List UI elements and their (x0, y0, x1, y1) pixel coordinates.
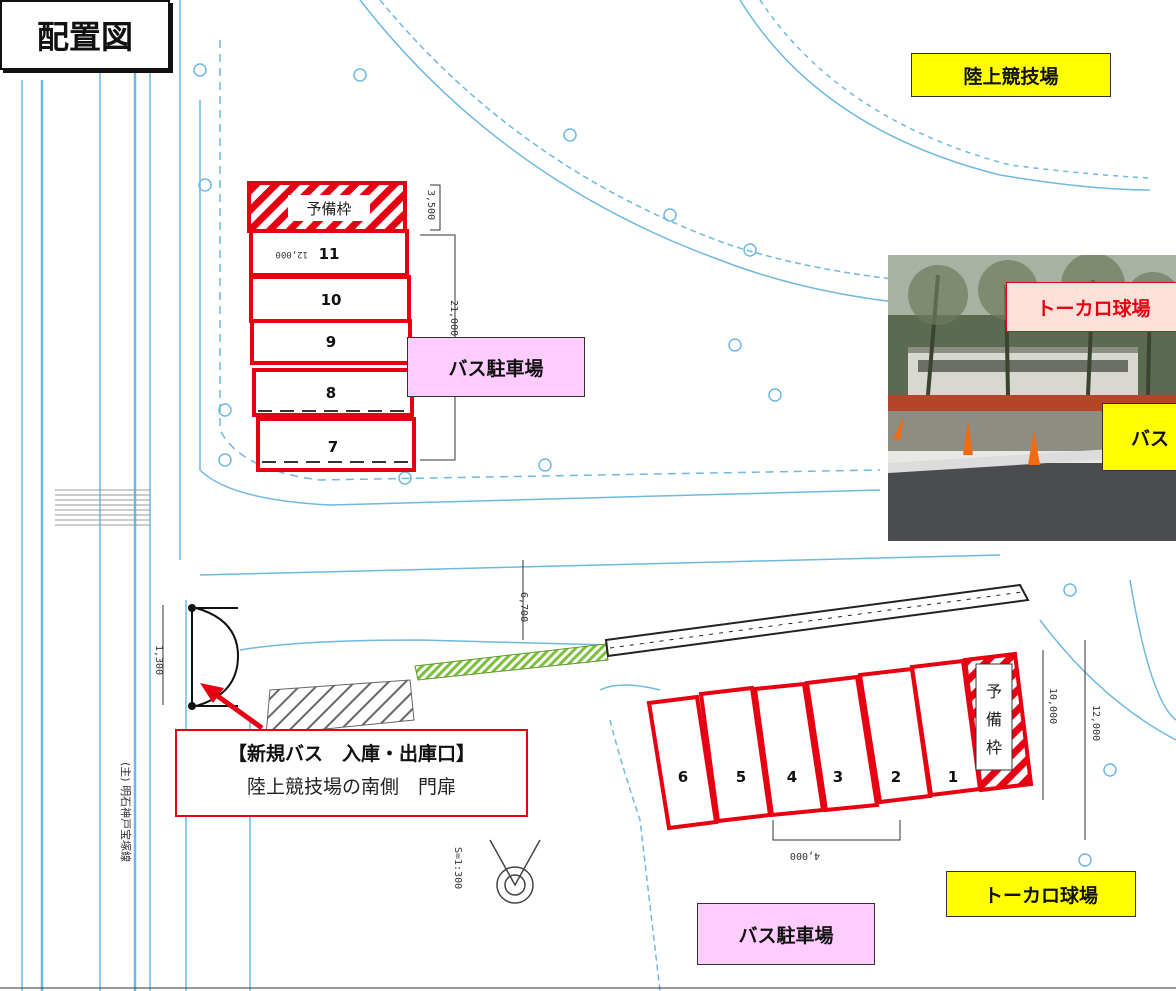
parking-space-8: 8 (252, 368, 414, 417)
stadium-label: 陸上競技場 (911, 53, 1111, 97)
tokaro-ballpark-label: トーカロ球場 (946, 871, 1136, 917)
bus-parking-label-lower: バス駐車場 (697, 903, 875, 965)
svg-text:2: 2 (891, 768, 901, 786)
svg-text:予: 予 (986, 682, 1002, 701)
lower-bus-lot: 6 5 4 3 2 1 予 備 枠 (646, 651, 1034, 831)
parking-space-3: 3 (804, 674, 880, 813)
dim-3500: 3,500 (425, 190, 436, 220)
parking-space-6: 6 (646, 694, 719, 831)
scale-label: S=1:300 (452, 847, 463, 889)
entrance-callout: 【新規バス 入庫・出庫口】 陸上競技場の南側 門扉 (175, 729, 528, 817)
green-hatched-path (414, 643, 609, 681)
svg-text:3: 3 (833, 768, 843, 786)
parking-space-9: 9 (250, 319, 412, 365)
svg-text:6: 6 (678, 768, 688, 786)
site-photo: トーカロ球場 バス (888, 255, 1176, 541)
svg-text:11: 11 (319, 245, 340, 263)
gate (188, 604, 239, 710)
dim-4000: 4,000 (790, 850, 820, 861)
parking-space-11: 11 (249, 229, 409, 277)
svg-text:10: 10 (321, 291, 342, 309)
parking-space-4: 4 (752, 681, 826, 818)
road-name: (主) 明石神戸宝塚線 (119, 762, 133, 862)
svg-text:備: 備 (986, 710, 1002, 729)
entrance-title: 【新規バス 入庫・出庫口】 (227, 743, 475, 765)
svg-text:1: 1 (948, 768, 958, 786)
photo-ballpark-label: トーカロ球場 (1006, 282, 1176, 332)
bus-parking-label-upper: バス駐車場 (407, 337, 585, 397)
dim-6700: 6,700 (518, 592, 529, 622)
spare-space-upper-label: 予備枠 (306, 200, 351, 218)
fence-path (604, 583, 1030, 658)
upper-bus-lot: 予備枠 11 10 9 8 7 (247, 181, 416, 472)
dim-12000: 12,000 (1090, 705, 1101, 741)
svg-text:8: 8 (326, 384, 336, 402)
spare-space-lower: 予 備 枠 (962, 651, 1034, 793)
grey-hatched-path (265, 679, 415, 736)
svg-text:枠: 枠 (986, 738, 1002, 757)
entrance-subtitle: 陸上競技場の南側 門扉 (246, 776, 456, 798)
dim-10000: 10,000 (1047, 688, 1058, 724)
svg-text:4: 4 (787, 768, 797, 786)
parking-space-7: 7 (256, 417, 416, 472)
dim-1300: 1,300 (153, 645, 164, 675)
svg-text:7: 7 (328, 438, 338, 456)
page-title: 配置図 (0, 0, 170, 70)
dim-21000: 21,000 (448, 300, 459, 336)
photo-bus-label: バス (1102, 403, 1176, 471)
dim-12000-upper: 12,000 (275, 249, 308, 259)
svg-text:9: 9 (326, 333, 336, 351)
svg-text:5: 5 (736, 768, 746, 786)
entrance-arrow (200, 683, 264, 731)
parking-space-10: 10 (249, 275, 411, 323)
